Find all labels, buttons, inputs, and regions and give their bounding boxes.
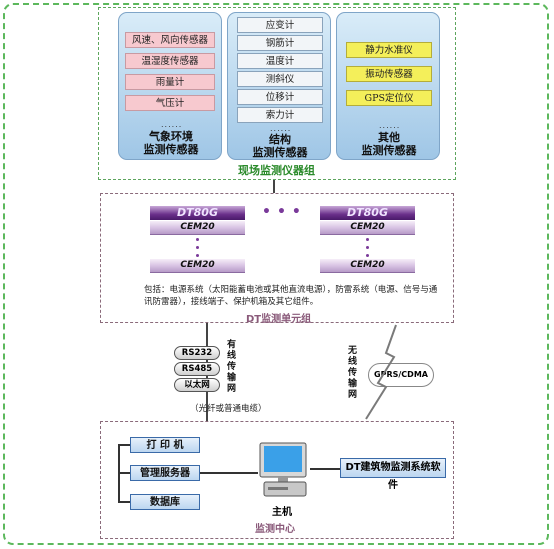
- cable-note: （光纤或普通电缆）: [190, 404, 267, 414]
- more-dots: ......: [379, 121, 401, 130]
- ethernet-port: 以太网: [174, 378, 220, 392]
- rs485-port: RS485: [174, 362, 220, 376]
- cem20-module: CEM20: [320, 221, 415, 235]
- rs232-port: RS232: [174, 346, 220, 360]
- outer-frame: [3, 3, 549, 545]
- panel-title: 结构 监测传感器: [252, 133, 308, 159]
- sensor-item: 气压计: [125, 95, 215, 111]
- device-link: [118, 444, 130, 446]
- database-box: 数据库: [130, 494, 200, 510]
- wireless-network-label: 无线传输网: [348, 346, 358, 400]
- weather-sensor-panel: 风速、风向传感器 温湿度传感器 雨量计 气压计 ...... 气象环境 监测传感…: [118, 12, 222, 160]
- field-group-label: 现场监测仪器组: [238, 164, 315, 177]
- sensor-item: 位移计: [237, 89, 323, 105]
- panel-title: 气象环境 监测传感器: [143, 130, 199, 156]
- sensor-item: 应变计: [237, 17, 323, 33]
- device-link: [118, 501, 130, 503]
- sensor-item: 风速、风向传感器: [125, 32, 215, 48]
- cem20-module: CEM20: [150, 221, 245, 235]
- printer-box: 打 印 机: [130, 437, 200, 453]
- sensor-item: 温湿度传感器: [125, 53, 215, 69]
- monitoring-center-group: [100, 421, 454, 539]
- computer-icon: [259, 442, 307, 497]
- sensor-item: 温度计: [237, 53, 323, 69]
- sensor-item: 雨量计: [125, 74, 215, 90]
- dt-unit-description: 包括：电源系统（太阳能蓄电池或其他直流电源），防雷系统（电源、信号与通讯防雷器）…: [144, 285, 438, 307]
- other-sensor-panel: 静力水准仪 振动传感器 GPS定位仪 ...... 其他 监测传感器: [336, 12, 440, 160]
- sensor-item: 索力计: [237, 107, 323, 123]
- sensor-item: GPS定位仪: [346, 90, 432, 106]
- dt-group-label: DT监测单元组: [246, 314, 312, 325]
- sensor-item: 振动传感器: [346, 66, 432, 82]
- connector-line: [273, 180, 275, 193]
- sensor-item: 测斜仪: [237, 71, 323, 87]
- sensor-item: 钢筋计: [237, 35, 323, 51]
- sensor-item: 静力水准仪: [346, 42, 432, 58]
- panel-title: 其他 监测传感器: [361, 131, 417, 157]
- device-link: [118, 472, 130, 474]
- wired-network-label: 有线传输网: [227, 340, 237, 394]
- more-dots: ......: [270, 124, 292, 133]
- horizontal-dots: •••: [262, 204, 307, 220]
- center-group-label: 监测中心: [255, 524, 295, 535]
- monitoring-software-box: DT建筑物监测系统软件: [340, 458, 446, 491]
- field-instrument-group: [98, 7, 456, 180]
- server-box: 管理服务器: [130, 465, 200, 481]
- dt-unit-group: [100, 193, 454, 323]
- more-dots: ......: [161, 120, 183, 129]
- structure-sensor-panel: 应变计 钢筋计 温度计 测斜仪 位移计 索力计 ...... 结构 监测传感器: [227, 12, 331, 160]
- vertical-dots: [366, 238, 369, 262]
- cem20-module: CEM20: [320, 259, 415, 273]
- dt80g-logo: DT80G: [150, 206, 245, 220]
- wireless-signal-icon: [365, 324, 397, 420]
- host-software-link: [310, 468, 340, 470]
- dt80g-logo: DT80G: [320, 206, 415, 220]
- cem20-module: CEM20: [150, 259, 245, 273]
- vertical-dots: [196, 238, 199, 262]
- host-label: 主机: [272, 507, 292, 518]
- server-host-link: [200, 472, 258, 474]
